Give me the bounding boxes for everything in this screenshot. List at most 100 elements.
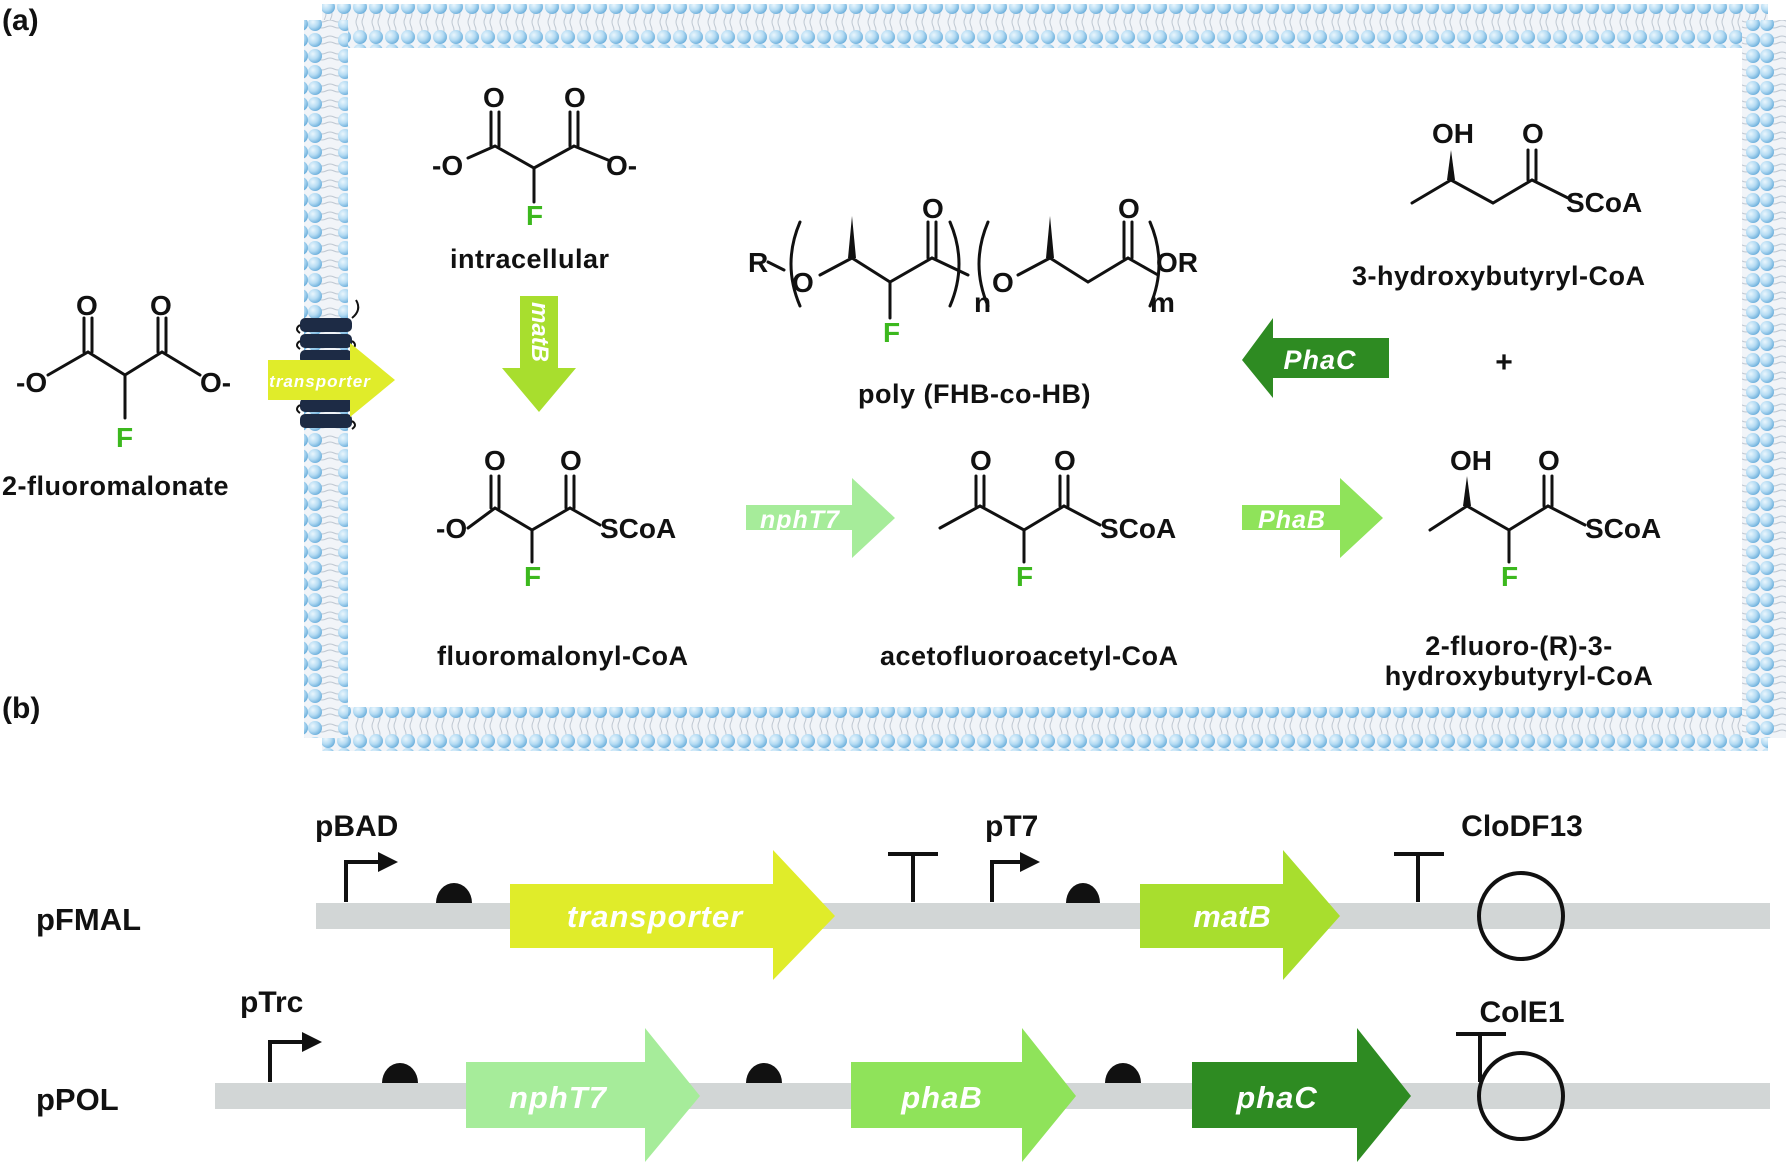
gene-nphT7 [466, 1028, 700, 1162]
matB-arrow-label: matB [526, 302, 553, 362]
rbs-icon [746, 1063, 782, 1083]
origin-label-CloDF13: CloDF13 [1461, 810, 1583, 843]
label-hydroxybutyryl-coa: hydroxybutyryl-CoA [1385, 661, 1654, 691]
atom-o: O [1538, 445, 1560, 476]
promoter-arrow-icon [344, 860, 380, 902]
rbs-icon [436, 883, 472, 903]
gene-transporter [510, 850, 835, 980]
phaB-arrow-label: PhaB [1258, 506, 1326, 534]
atom-scoa: SCoA [1566, 187, 1642, 218]
membrane-right [1742, 20, 1786, 738]
gene-label-nphT7: nphT7 [509, 1080, 608, 1115]
atom-f: F [524, 561, 541, 592]
label-intracellular: intracellular [450, 244, 610, 274]
origin-label-ColE1: ColE1 [1479, 996, 1564, 1029]
label-poly-fhb-co-hb: poly (FHB-co-HB) [858, 379, 1091, 409]
atom-o-minus: -O [436, 513, 467, 544]
atom-r: R [748, 247, 768, 278]
nphT7-arrow-label: nphT7 [760, 506, 840, 534]
gene-label-phaC: phaC [1235, 1080, 1318, 1115]
atom-or: OR [1156, 247, 1198, 278]
gene-label-phaB: phaB [900, 1080, 983, 1115]
promoter-arrow-icon [990, 860, 1022, 902]
promoter-arrow-head-icon [302, 1032, 322, 1052]
membrane-bottom [322, 707, 1768, 751]
label-3-hydroxybutyryl-coa: 3-hydroxybutyryl-CoA [1352, 261, 1646, 291]
subscript-n: n [974, 287, 991, 318]
atom-o: O [484, 445, 506, 476]
promoter-arrow-head-icon [378, 852, 398, 872]
gene-matB [1140, 850, 1340, 980]
construct-pFMAL: pFMAL pBAD transporter pT7 matB CloDF13 [36, 810, 1770, 980]
atom-o: O [1054, 445, 1076, 476]
molecule-acetofluoroacetyl-coa: O O SCoA F acetofluoroacetyl-CoA [880, 445, 1179, 671]
atom-scoa: SCoA [1585, 513, 1661, 544]
matB-arrow: matB [502, 296, 576, 412]
cell-membrane [304, 4, 1786, 751]
gene-label-matB: matB [1193, 899, 1271, 934]
atom-f: F [883, 317, 900, 348]
atom-o: O [483, 82, 505, 113]
atom-o: O [922, 193, 944, 224]
label-acetofluoroacetyl-coa: acetofluoroacetyl-CoA [880, 641, 1179, 671]
rbs-icon [1105, 1063, 1141, 1083]
panel-label-b: (b) [2, 692, 40, 725]
panel-label-a: (a) [2, 4, 39, 37]
molecule-2-fluoro-3-hydroxybutyryl-coa: OH O SCoA F 2-fluoro-(R)-3- hydroxybutyr… [1385, 445, 1662, 691]
molecule-fluoromalonyl-coa: O O -O SCoA F fluoromalonyl-CoA [436, 445, 689, 671]
promoter-label-pT7: pT7 [985, 810, 1038, 843]
construct-pPOL: pPOL pTrc nphT7 phaB phaC ColE1 [36, 986, 1770, 1162]
molecule-2-fluoromalonate: O O -O O- F 2-fluoromalonate [2, 290, 231, 501]
transporter-arrow: transporter [268, 343, 395, 417]
promoter-arrow-icon [268, 1040, 304, 1082]
label-2-fluoro-r-3: 2-fluoro-(R)-3- [1425, 631, 1612, 661]
promoter-label-pBAD: pBAD [315, 810, 398, 843]
molecule-intracellular-fluoromalonate: O O -O O- F intracellular [432, 82, 637, 274]
rbs-icon [382, 1063, 418, 1083]
plus-sign: + [1495, 346, 1513, 379]
atom-o: O [970, 445, 992, 476]
atom-o: O [1118, 193, 1140, 224]
membrane-top [322, 4, 1768, 48]
atom-o-minus: -O [432, 150, 463, 181]
label-fluoromalonyl-coa: fluoromalonyl-CoA [437, 641, 689, 671]
plasmid-name-pPOL: pPOL [36, 1082, 119, 1117]
atom-o: O [1522, 118, 1544, 149]
atom-o: O [792, 267, 814, 298]
rbs-icon [1066, 883, 1100, 903]
atom-f: F [526, 200, 543, 231]
atom-o: O [564, 82, 586, 113]
gene-label-transporter: transporter [567, 899, 744, 934]
promoter-arrow-head-icon [1020, 852, 1040, 872]
promoter-label-pTrc: pTrc [240, 986, 303, 1019]
molecule-3-hydroxybutyryl-coa: OH O SCoA 3-hydroxybutyryl-CoA [1352, 118, 1646, 291]
atom-o: O [560, 445, 582, 476]
atom-o: O [76, 290, 98, 321]
gene-phaC [1192, 1028, 1411, 1162]
atom-f: F [1501, 561, 1518, 592]
atom-o-minus: O- [200, 367, 231, 398]
atom-oh: OH [1432, 118, 1474, 149]
atom-o-minus: O- [606, 150, 637, 181]
atom-o: O [150, 290, 172, 321]
plasmid-name-pFMAL: pFMAL [36, 902, 141, 937]
label-2-fluoromalonate: 2-fluoromalonate [2, 471, 229, 501]
molecule-poly-fhb-co-hb: R O O F n O O OR m poly (FHB-co-HB) [748, 193, 1198, 409]
subscript-m: m [1150, 287, 1175, 318]
gene-phaB [851, 1028, 1076, 1162]
terminator-icon [1394, 852, 1444, 902]
atom-f: F [116, 422, 133, 453]
phaC-arrow: PhaC [1242, 318, 1389, 398]
atom-scoa: SCoA [600, 513, 676, 544]
atom-scoa: SCoA [1100, 513, 1176, 544]
terminator-icon [1456, 1032, 1506, 1082]
origin-of-replication-icon [1477, 871, 1565, 961]
atom-o-minus: -O [16, 367, 47, 398]
origin-of-replication-icon [1477, 1051, 1565, 1141]
nphT7-arrow: nphT7 [746, 478, 895, 558]
atom-f: F [1016, 561, 1033, 592]
transporter-arrow-label: transporter [269, 372, 371, 391]
phaC-arrow-label: PhaC [1283, 345, 1356, 375]
terminator-icon [888, 852, 938, 902]
